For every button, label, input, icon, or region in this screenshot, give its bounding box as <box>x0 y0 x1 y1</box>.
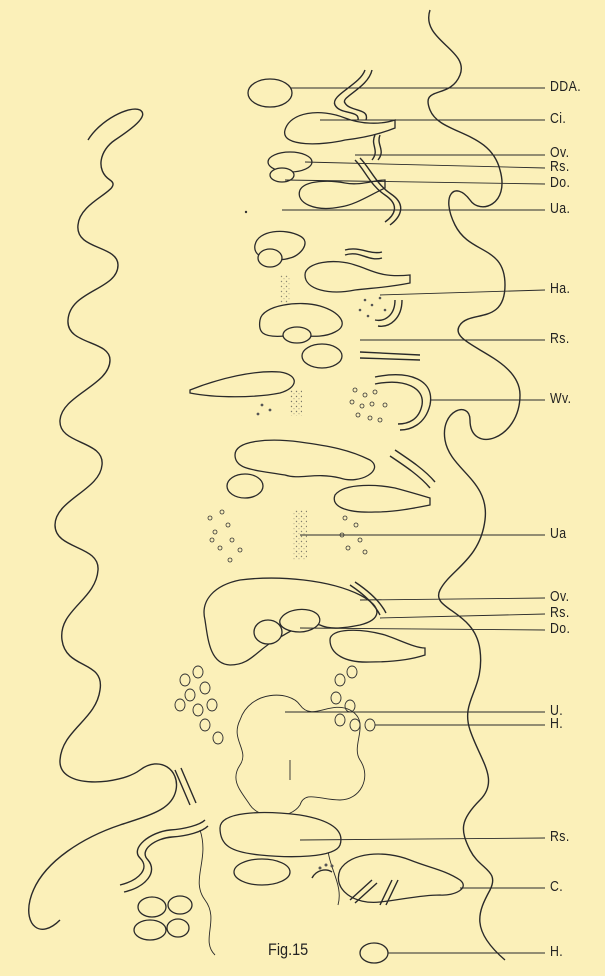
label-ov-lower: Ov. <box>550 588 569 605</box>
label-c: C. <box>550 878 563 895</box>
label-do-lower: Do. <box>550 620 570 637</box>
label-wv: Wv. <box>550 390 571 407</box>
label-rs-lower-1: Rs. <box>550 604 570 621</box>
wv-tube <box>375 375 431 430</box>
label-h-lower: H. <box>550 943 563 960</box>
c-body <box>338 854 463 902</box>
label-rs-middle: Rs. <box>550 330 570 347</box>
label-ua-middle: Ua <box>550 525 567 542</box>
tapered-body-middle <box>334 485 430 512</box>
ovary-cluster-middle <box>235 440 375 480</box>
tube-lower-left <box>120 820 208 892</box>
rs-lower-body <box>220 813 341 857</box>
tube-1 <box>334 70 372 120</box>
label-rs-lower-2: Rs. <box>550 828 570 845</box>
do-lower-body <box>330 630 425 662</box>
figure-caption: Fig.15 <box>268 940 308 960</box>
label-dda: DDA. <box>550 78 581 95</box>
central-wall <box>236 695 365 816</box>
label-do-upper: Do. <box>550 174 570 191</box>
label-h-upper: H. <box>550 715 563 732</box>
spindle-body <box>190 372 294 397</box>
dda-body <box>248 79 292 107</box>
label-rs-upper: Rs. <box>550 158 570 175</box>
ci-body <box>285 113 395 144</box>
label-ha: Ha. <box>550 280 570 297</box>
left-body-wall <box>29 109 177 929</box>
ha-body <box>305 262 410 292</box>
label-ci: Ci. <box>550 110 566 127</box>
label-ua-upper: Ua. <box>550 200 570 217</box>
do-upper-body <box>299 180 385 208</box>
h-lower-body <box>360 943 388 963</box>
right-body-wall <box>428 10 520 960</box>
